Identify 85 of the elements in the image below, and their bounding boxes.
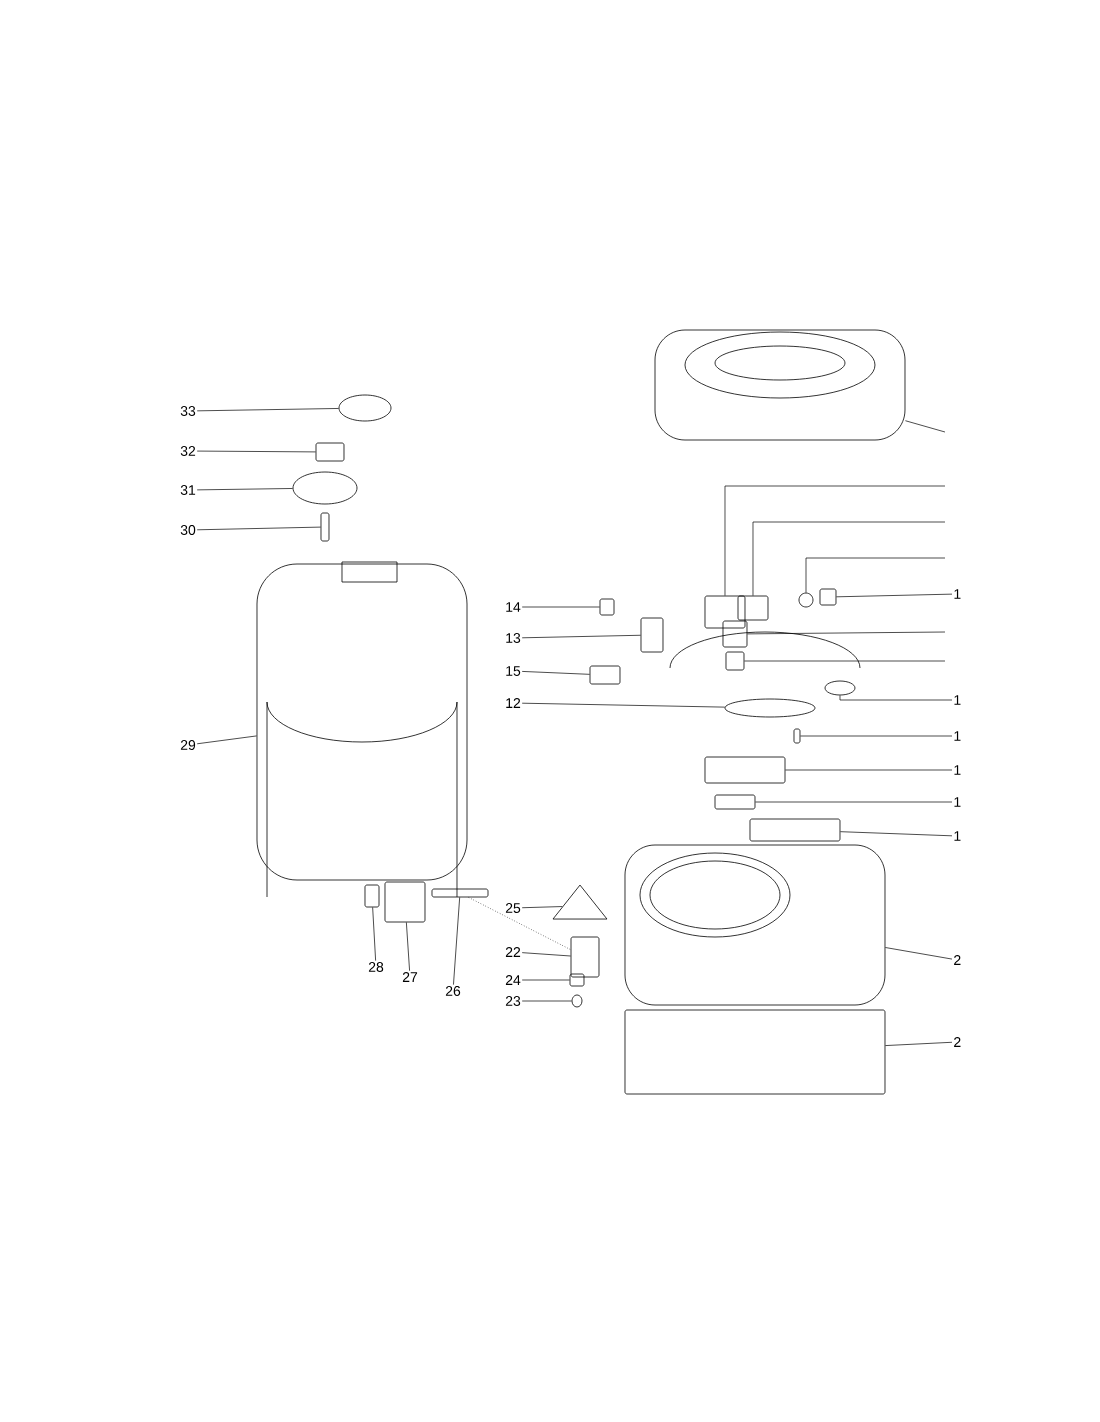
callout-number: 32 — [180, 446, 196, 456]
callout-number: 1 — [954, 731, 961, 741]
callout-number: 25 — [505, 903, 521, 913]
pad-part — [714, 794, 756, 810]
bracket-part — [704, 756, 786, 784]
callout-number: 1 — [954, 765, 961, 775]
fitting-part — [725, 651, 745, 671]
rod-part — [431, 888, 489, 898]
leader-line — [521, 634, 641, 639]
cover-part — [338, 394, 392, 422]
spring-part — [320, 512, 330, 542]
callout-number: 14 — [506, 602, 521, 612]
lever-part — [570, 936, 600, 978]
leader-line — [196, 450, 316, 453]
valve-part — [704, 595, 746, 629]
cone-part — [552, 884, 608, 920]
leader-line — [785, 769, 953, 771]
leader-line — [800, 735, 953, 737]
leader-line — [196, 735, 257, 745]
holder-part — [640, 617, 664, 653]
callout-number: 31 — [180, 485, 196, 495]
callout-number: 2 — [954, 955, 961, 965]
callout-number: 28 — [368, 962, 384, 972]
dotted-line — [468, 897, 571, 950]
toilet-bowl — [654, 329, 906, 441]
callout-number: 12 — [506, 698, 521, 708]
leader-line — [885, 1041, 953, 1046]
leader-line — [196, 488, 293, 491]
collar-part — [819, 588, 837, 606]
cap-part — [569, 973, 585, 987]
callout-number: 1 — [954, 797, 961, 807]
switch-part — [315, 442, 345, 462]
leader-line — [521, 906, 563, 909]
callout-number: 33 — [180, 406, 196, 416]
bracket-part — [384, 881, 426, 923]
leader-line — [521, 606, 600, 608]
screw-part — [793, 728, 801, 744]
leader-line — [521, 979, 570, 981]
callout-number: 29 — [180, 740, 196, 750]
connector-part — [589, 665, 621, 685]
housing-part — [256, 561, 468, 898]
leader-line — [372, 907, 376, 961]
clip-part — [364, 884, 380, 908]
callout-number: 24 — [505, 975, 521, 985]
leader-line — [521, 952, 571, 957]
leader-line — [521, 671, 590, 675]
callout-number: 15 — [506, 666, 521, 676]
callout-number: 22 — [505, 947, 521, 957]
hook-part — [571, 994, 583, 1008]
callout-number: 1 — [954, 695, 961, 705]
callout-number: 1 — [954, 831, 961, 841]
callout-number: 13 — [506, 633, 521, 643]
leader-line — [724, 485, 946, 596]
callout-number: 1 — [954, 589, 961, 599]
hose-part — [824, 680, 856, 696]
callout-number: 27 — [402, 972, 418, 982]
callout-number: 26 — [445, 986, 461, 996]
leader-line — [905, 420, 946, 433]
leader-line — [885, 947, 953, 960]
leader-line — [196, 526, 321, 531]
callout-number: 2 — [954, 1037, 961, 1047]
plate-part — [292, 471, 358, 505]
leader-line — [752, 521, 946, 596]
callout-number: 23 — [505, 996, 521, 1006]
leader-line — [406, 922, 410, 972]
leader-line — [744, 660, 946, 662]
leader-line — [196, 408, 339, 412]
leader-line — [755, 801, 953, 803]
nozzle-part — [798, 592, 814, 608]
leader-line — [839, 695, 953, 701]
leader-line — [840, 831, 953, 837]
tank-part — [624, 1009, 886, 1095]
leader-line — [836, 593, 953, 598]
leader-line — [453, 897, 461, 985]
bracket-part — [749, 818, 841, 842]
tank-part — [624, 844, 886, 1006]
callout-number: 30 — [180, 525, 196, 535]
motor-part — [737, 595, 769, 621]
pump-part — [722, 620, 748, 648]
clip-part — [599, 598, 615, 616]
leader-line — [747, 631, 946, 635]
leader-line — [521, 1000, 572, 1002]
leader-line — [521, 702, 726, 708]
seal-part — [724, 698, 816, 718]
leader-line — [805, 557, 946, 593]
